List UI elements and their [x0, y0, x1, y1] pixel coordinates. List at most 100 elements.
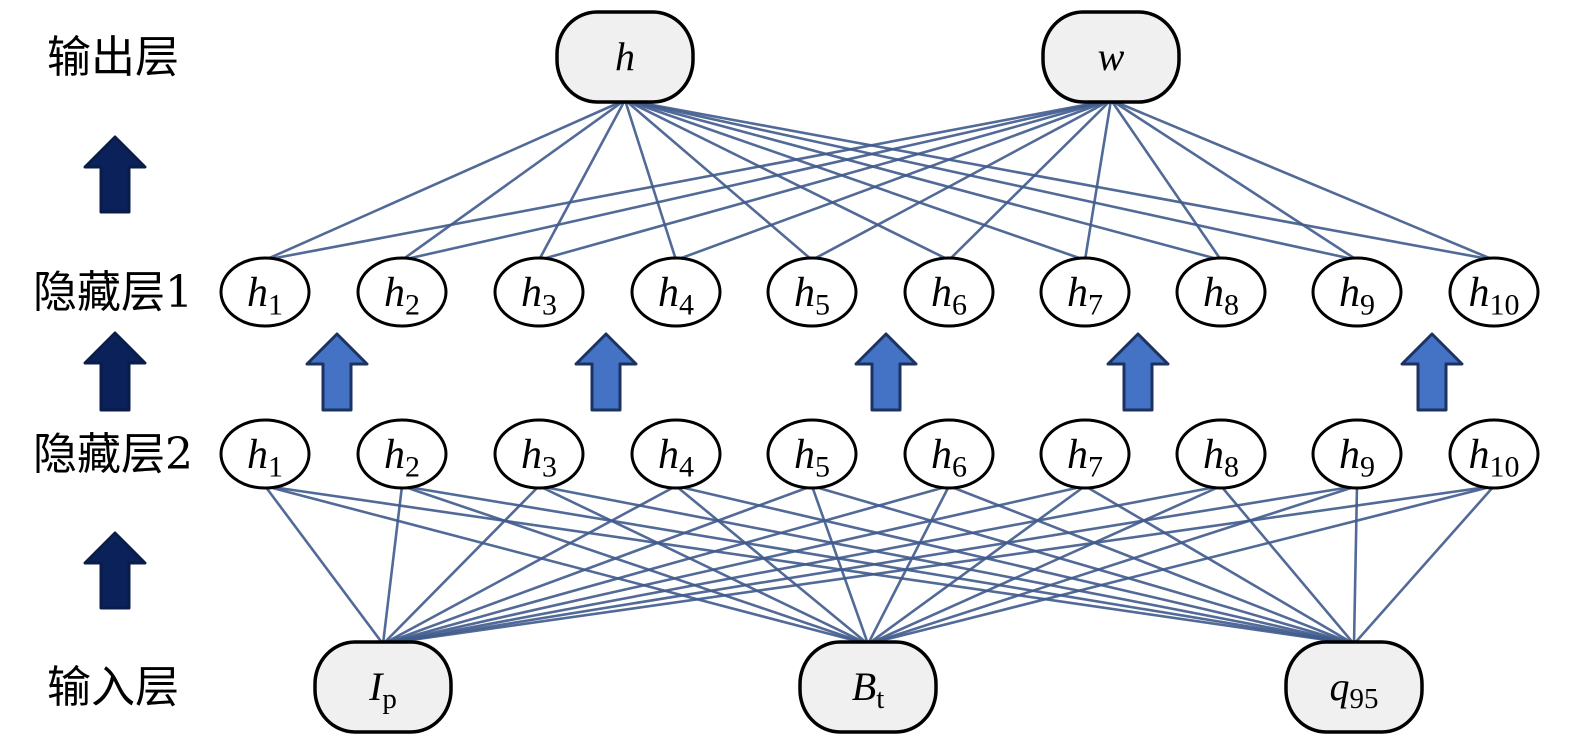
edge-in_Bt-h2_8	[867, 484, 1222, 646]
edge-in_Ip-h2_10	[382, 484, 1495, 646]
edge-out_h-h1_2	[401, 98, 626, 262]
node-out_w: w	[1041, 10, 1181, 104]
node-h2_4-label: h4	[658, 432, 694, 483]
edge-in_Ip-h2_9	[382, 484, 1358, 646]
node-h2_7-label: h7	[1067, 432, 1103, 483]
node-h1_6-label: h6	[931, 270, 967, 321]
connection-edges	[263, 98, 1495, 646]
edge-out_w-h1_1	[264, 98, 1112, 262]
edge-in_q95-h2_9	[1352, 485, 1359, 645]
node-hidden1-h1_2: h2	[356, 256, 448, 328]
node-hidden1-h1_8: h8	[1175, 256, 1267, 328]
node-h2_10-label: h10	[1469, 432, 1520, 483]
node-out_h: h	[555, 10, 695, 104]
node-h1_9-label: h9	[1339, 270, 1375, 321]
up-arrow-icon	[1106, 332, 1170, 412]
edge-in_q95-h2_5	[811, 484, 1355, 646]
edge-in_q95-h2_8	[1220, 485, 1355, 645]
hidden-layer-2-label: 隐藏层2	[33, 429, 193, 480]
edge-in_Ip-h2_3	[382, 485, 540, 645]
node-hidden2-h2_10: h10	[1448, 418, 1540, 490]
up-arrow-icon	[83, 135, 147, 214]
node-in_q95-label: q95	[1330, 664, 1379, 715]
edge-out_h-h1_1	[264, 98, 626, 262]
edge-in_q95-h2_2	[401, 484, 1355, 646]
edge-out_h-h1_7	[624, 98, 1086, 262]
node-h1_1-label: h1	[247, 270, 283, 321]
nodes: h w h1 h2 h3 h4 h5 h6 h7 h8 h9 h10 h1 h2 h3 h4 h5 h6 h7 h8 h…	[219, 10, 1540, 734]
node-hidden2-h2_2: h2	[356, 418, 448, 490]
node-hidden1-h1_3: h3	[493, 256, 585, 328]
up-arrow-icon	[574, 332, 638, 412]
edge-in_q95-h2_4	[675, 484, 1355, 646]
edge-in_Ip-h2_4	[382, 484, 677, 646]
edge-out_h-h1_3	[537, 99, 627, 261]
edge-out_h-h1_10	[624, 98, 1495, 262]
node-h1_2-label: h2	[384, 270, 420, 321]
up-arrow-icon	[83, 331, 147, 412]
node-h1_3-label: h3	[521, 270, 557, 321]
edge-out_w-h1_5	[811, 98, 1112, 262]
edge-in_Bt-h2_5	[810, 485, 870, 645]
edge-in_Bt-h2_1	[264, 484, 869, 646]
edge-in_Ip-h2_5	[382, 484, 813, 646]
node-h2_6-label: h6	[931, 432, 967, 483]
node-hidden1-h1_10: h10	[1448, 256, 1540, 328]
edge-out_h-h1_4	[623, 99, 678, 261]
edge-out_w-h1_10	[1110, 98, 1495, 262]
node-h2_3-label: h3	[521, 432, 557, 483]
edge-in_Ip-h2_6	[382, 484, 950, 646]
node-h1_4-label: h4	[658, 270, 694, 321]
node-hidden2-h2_1: h1	[219, 418, 311, 490]
node-hidden2-h2_7: h7	[1039, 418, 1131, 490]
node-hidden1-h1_6: h6	[903, 256, 995, 328]
input-layer-label: 输入层	[47, 662, 179, 713]
edge-in_Bt-h2_10	[867, 484, 1495, 646]
edge-in_Bt-h2_6	[866, 485, 951, 645]
node-in_Ip: Ip	[313, 640, 453, 734]
node-hidden1-h1_1: h1	[219, 256, 311, 328]
up-arrow-icon	[305, 332, 369, 412]
node-h2_9-label: h9	[1339, 432, 1375, 483]
edge-in_Bt-h2_3	[538, 484, 869, 646]
edge-out_h-h1_5	[624, 99, 813, 261]
node-in_q95: q95	[1284, 640, 1424, 734]
up-arrow-icon	[854, 332, 918, 412]
node-hidden2-h2_6: h6	[903, 418, 995, 490]
edge-in_q95-h2_1	[264, 484, 1355, 646]
edge-out_w-h1_4	[675, 98, 1112, 262]
edge-in_q95-h2_3	[538, 484, 1355, 646]
node-h1_5-label: h5	[794, 270, 830, 321]
edge-out_h-h1_8	[624, 98, 1222, 262]
node-h2_8-label: h8	[1203, 432, 1239, 483]
hidden-layer-1-label: 隐藏层1	[33, 267, 193, 318]
edge-out_w-h1_3	[538, 98, 1112, 262]
edge-out_w-h1_7	[1083, 99, 1113, 261]
edge-in_Ip-h2_7	[382, 484, 1086, 646]
edge-in_Bt-h2_9	[867, 484, 1358, 646]
node-hidden2-h2_4: h4	[630, 418, 722, 490]
node-h1_8-label: h8	[1203, 270, 1239, 321]
output-layer-label: 输出层	[47, 32, 179, 83]
edge-in_Ip-h2_1	[263, 485, 385, 645]
node-hidden2-h2_9: h9	[1311, 418, 1403, 490]
up-arrow-icon	[83, 531, 147, 610]
node-in_Bt-label: Bt	[852, 664, 885, 715]
edge-in_Bt-h2_4	[675, 484, 869, 646]
node-h1_7-label: h7	[1067, 270, 1103, 321]
node-hidden2-h2_8: h8	[1175, 418, 1267, 490]
up-arrow-icon	[1400, 332, 1464, 412]
edge-in_Ip-h2_2	[381, 485, 404, 645]
node-hidden1-h1_7: h7	[1039, 256, 1131, 328]
node-in_Ip-label: Ip	[368, 664, 397, 715]
node-hidden1-h1_5: h5	[766, 256, 858, 328]
edge-in_q95-h2_10	[1353, 485, 1495, 645]
node-hidden2-h2_3: h3	[493, 418, 585, 490]
node-hidden1-h1_4: h4	[630, 256, 722, 328]
edge-out_h-h1_6	[624, 98, 950, 262]
edge-in_Bt-h2_7	[867, 484, 1086, 646]
node-h2_5-label: h5	[794, 432, 830, 483]
edge-out_w-h1_6	[948, 99, 1112, 261]
hidden-transition-arrows	[305, 332, 1464, 412]
